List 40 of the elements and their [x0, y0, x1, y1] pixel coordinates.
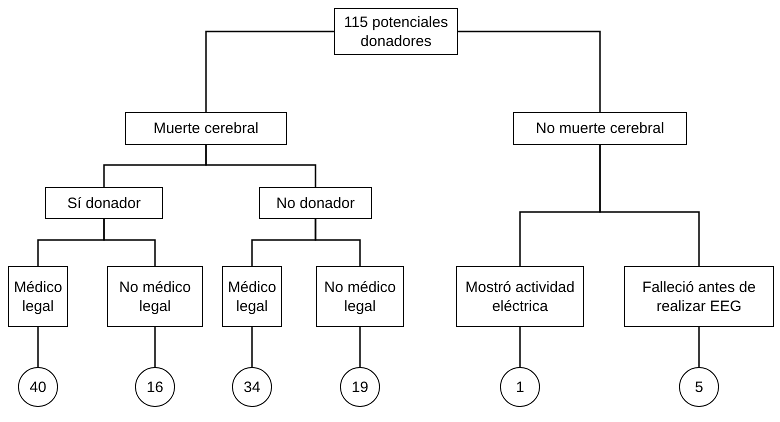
connector-line — [599, 145, 700, 266]
category-box — [316, 266, 404, 327]
connector-line — [359, 327, 361, 367]
category-box — [222, 266, 282, 327]
category-box — [334, 8, 458, 55]
category-box — [456, 266, 584, 327]
connector-line — [37, 327, 39, 367]
connector-line — [205, 145, 316, 187]
category-box — [624, 266, 774, 327]
box-label: No muerte cerebral — [536, 119, 664, 138]
connector-line — [519, 327, 521, 367]
connector-line — [251, 327, 253, 367]
box-label: Médico legal — [13, 278, 63, 316]
connector-line — [458, 30, 601, 112]
connector-line — [205, 30, 334, 112]
box-label: Falleció antes de realizar EEG — [641, 278, 757, 316]
box-label: No médico legal — [118, 278, 192, 316]
count-value: 19 — [352, 378, 368, 396]
box-label: No donador — [276, 194, 355, 212]
category-box — [45, 187, 163, 219]
connector-line — [314, 219, 361, 266]
count-value: 40 — [30, 378, 46, 396]
connector-line — [698, 327, 700, 367]
count-value: 5 — [694, 378, 704, 396]
connector-line — [103, 219, 156, 266]
connector-line — [154, 327, 156, 367]
category-box — [513, 112, 687, 145]
category-box — [125, 112, 287, 145]
category-box — [259, 187, 372, 219]
box-label: Sí donador — [67, 194, 141, 212]
category-box — [107, 266, 203, 327]
count-value: 16 — [146, 378, 164, 396]
count-value: 1 — [516, 378, 524, 396]
box-label: 115 potenciales donadores — [343, 12, 449, 50]
box-label: Médico legal — [227, 278, 277, 316]
box-label: No médico legal — [323, 278, 397, 316]
box-label: Mostró actividad eléctrica — [464, 278, 576, 316]
box-label: Muerte cerebral — [153, 119, 259, 138]
count-value: 34 — [244, 378, 260, 396]
category-box — [8, 266, 68, 327]
